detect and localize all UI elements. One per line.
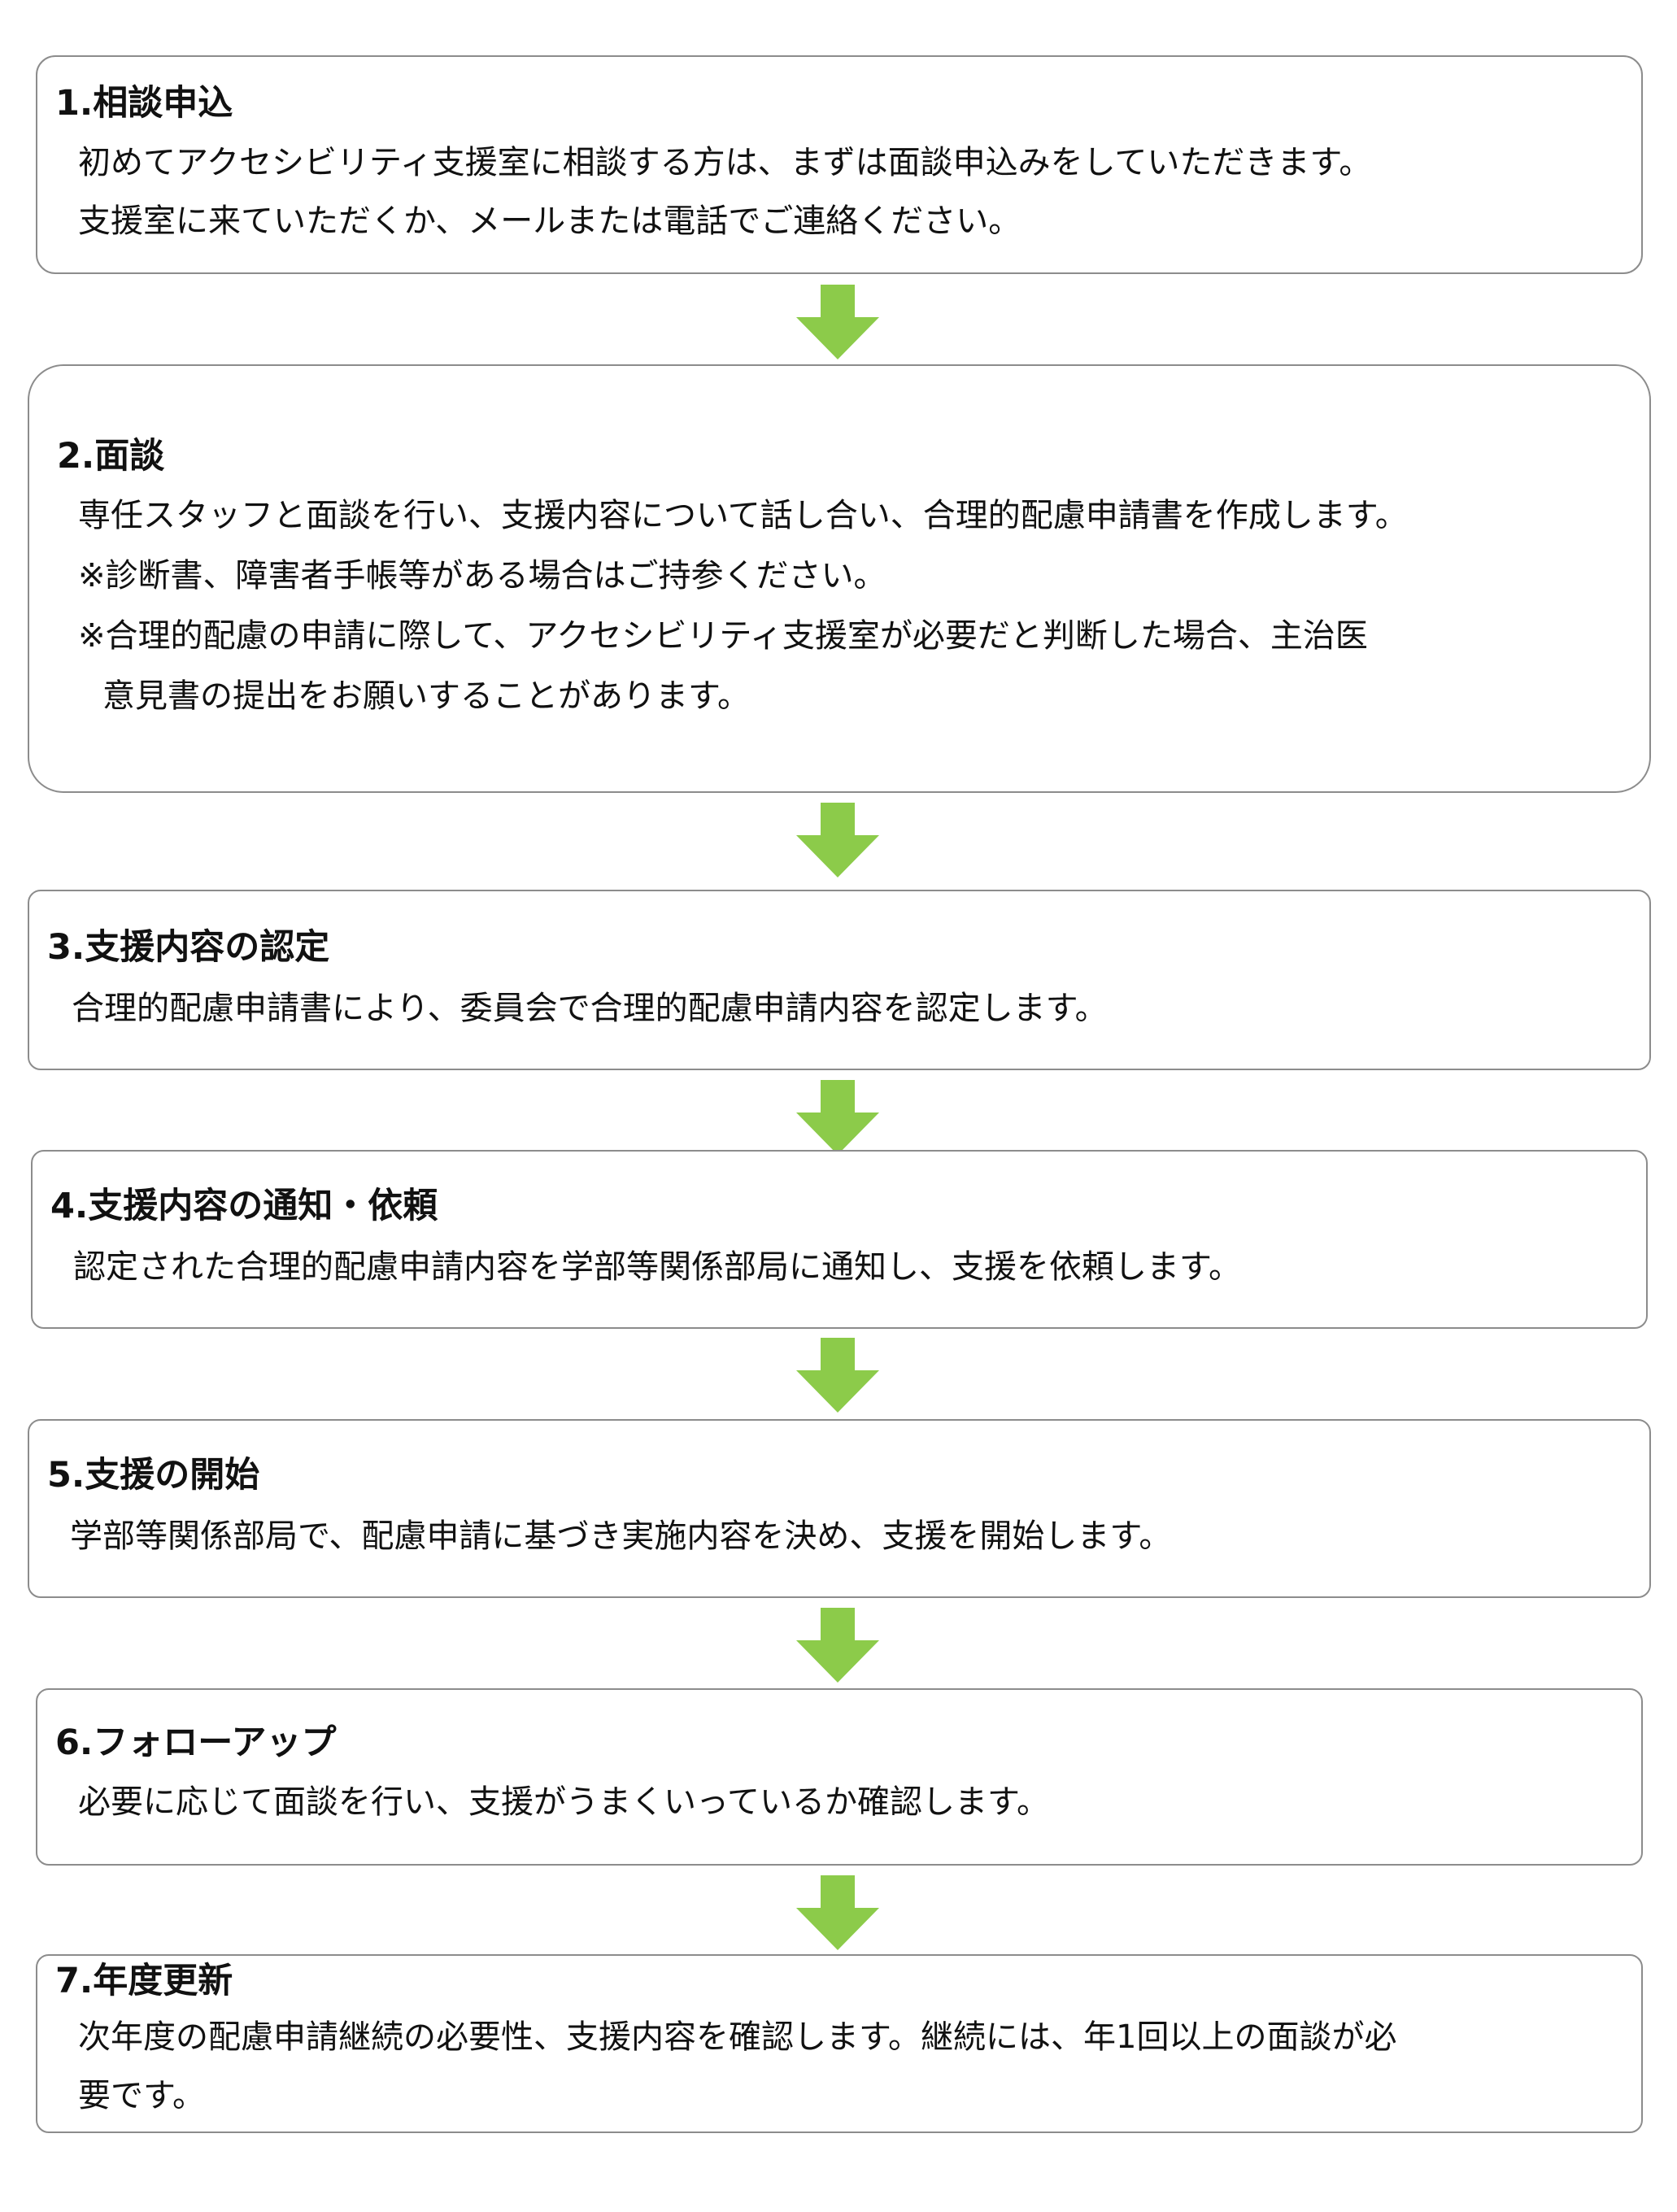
step-title-2: 2.面談 <box>57 436 165 477</box>
step-title-6: 6.フォローアップ <box>55 1722 337 1763</box>
step-line-2-4: 意見書の提出をお願いすることがあります。 <box>102 677 750 715</box>
step-title-3: 3.支援内容の認定 <box>47 927 330 968</box>
step-line-4-1: 認定された合理的配慮申請内容を学部等関係部局に通知し、支援を依頼します。 <box>73 1248 1241 1286</box>
step-box-7: 7.年度更新 次年度の配慮申請継続の必要性、支援内容を確認します。継続には、年1… <box>36 1954 1643 2133</box>
step-line-3-1: 合理的配慮申請書により、委員会で合理的配慮申請内容を認定します。 <box>72 990 1108 1027</box>
step-box-3: 3.支援内容の認定 合理的配慮申請書により、委員会で合理的配慮申請内容を認定しま… <box>28 890 1651 1070</box>
step-line-1-1: 初めてアクセシビリティ支援室に相談する方は、まずは面談申込みをしていただきます。 <box>78 144 1372 181</box>
flow-arrow-4 <box>796 1338 879 1413</box>
flow-arrow-1 <box>796 285 879 359</box>
flow-arrow-3 <box>796 1080 879 1155</box>
step-title-1: 1.相談申込 <box>55 83 233 124</box>
step-line-1-2: 支援室に来ていただくか、メールまたは電話でご連絡ください。 <box>78 202 1021 240</box>
step-box-5: 5.支援の開始 学部等関係部局で、配慮申請に基づき実施内容を決め、支援を開始しま… <box>28 1419 1651 1598</box>
step-line-2-2: ※診断書、障害者手帳等がある場合はご持参ください。 <box>78 557 886 594</box>
flow-arrow-5 <box>796 1608 879 1683</box>
step-box-2: 2.面談 専任スタッフと面談を行い、支援内容について話し合い、合理的配慮申請書を… <box>28 364 1651 793</box>
step-box-4: 4.支援内容の通知・依頼 認定された合理的配慮申請内容を学部等関係部局に通知し、… <box>31 1150 1648 1329</box>
step-title-7: 7.年度更新 <box>55 1961 233 2001</box>
step-line-7-1: 次年度の配慮申請継続の必要性、支援内容を確認します。継続には、年1回以上の面談が… <box>78 2018 1397 2056</box>
flow-arrow-2 <box>796 803 879 877</box>
step-box-1: 1.相談申込 初めてアクセシビリティ支援室に相談する方は、まずは面談申込みをして… <box>36 55 1643 274</box>
step-box-6: 6.フォローアップ 必要に応じて面談を行い、支援がうまくいっているか確認します。 <box>36 1688 1643 1866</box>
step-line-2-1: 専任スタッフと面談を行い、支援内容について話し合い、合理的配慮申請書を作成します… <box>78 497 1408 534</box>
step-line-7-2: 要です。 <box>78 2077 205 2114</box>
step-line-6-1: 必要に応じて面談を行い、支援がうまくいっているか確認します。 <box>78 1783 1049 1821</box>
step-line-2-3: ※合理的配慮の申請に際して、アクセシビリティ支援室が必要だと判断した場合、主治医 <box>78 617 1368 655</box>
step-title-5: 5.支援の開始 <box>47 1455 260 1496</box>
step-title-4: 4.支援内容の通知・依頼 <box>50 1186 438 1226</box>
flow-arrow-6 <box>796 1875 879 1950</box>
step-line-5-1: 学部等関係部局で、配慮申請に基づき実施内容を決め、支援を開始します。 <box>70 1517 1172 1555</box>
